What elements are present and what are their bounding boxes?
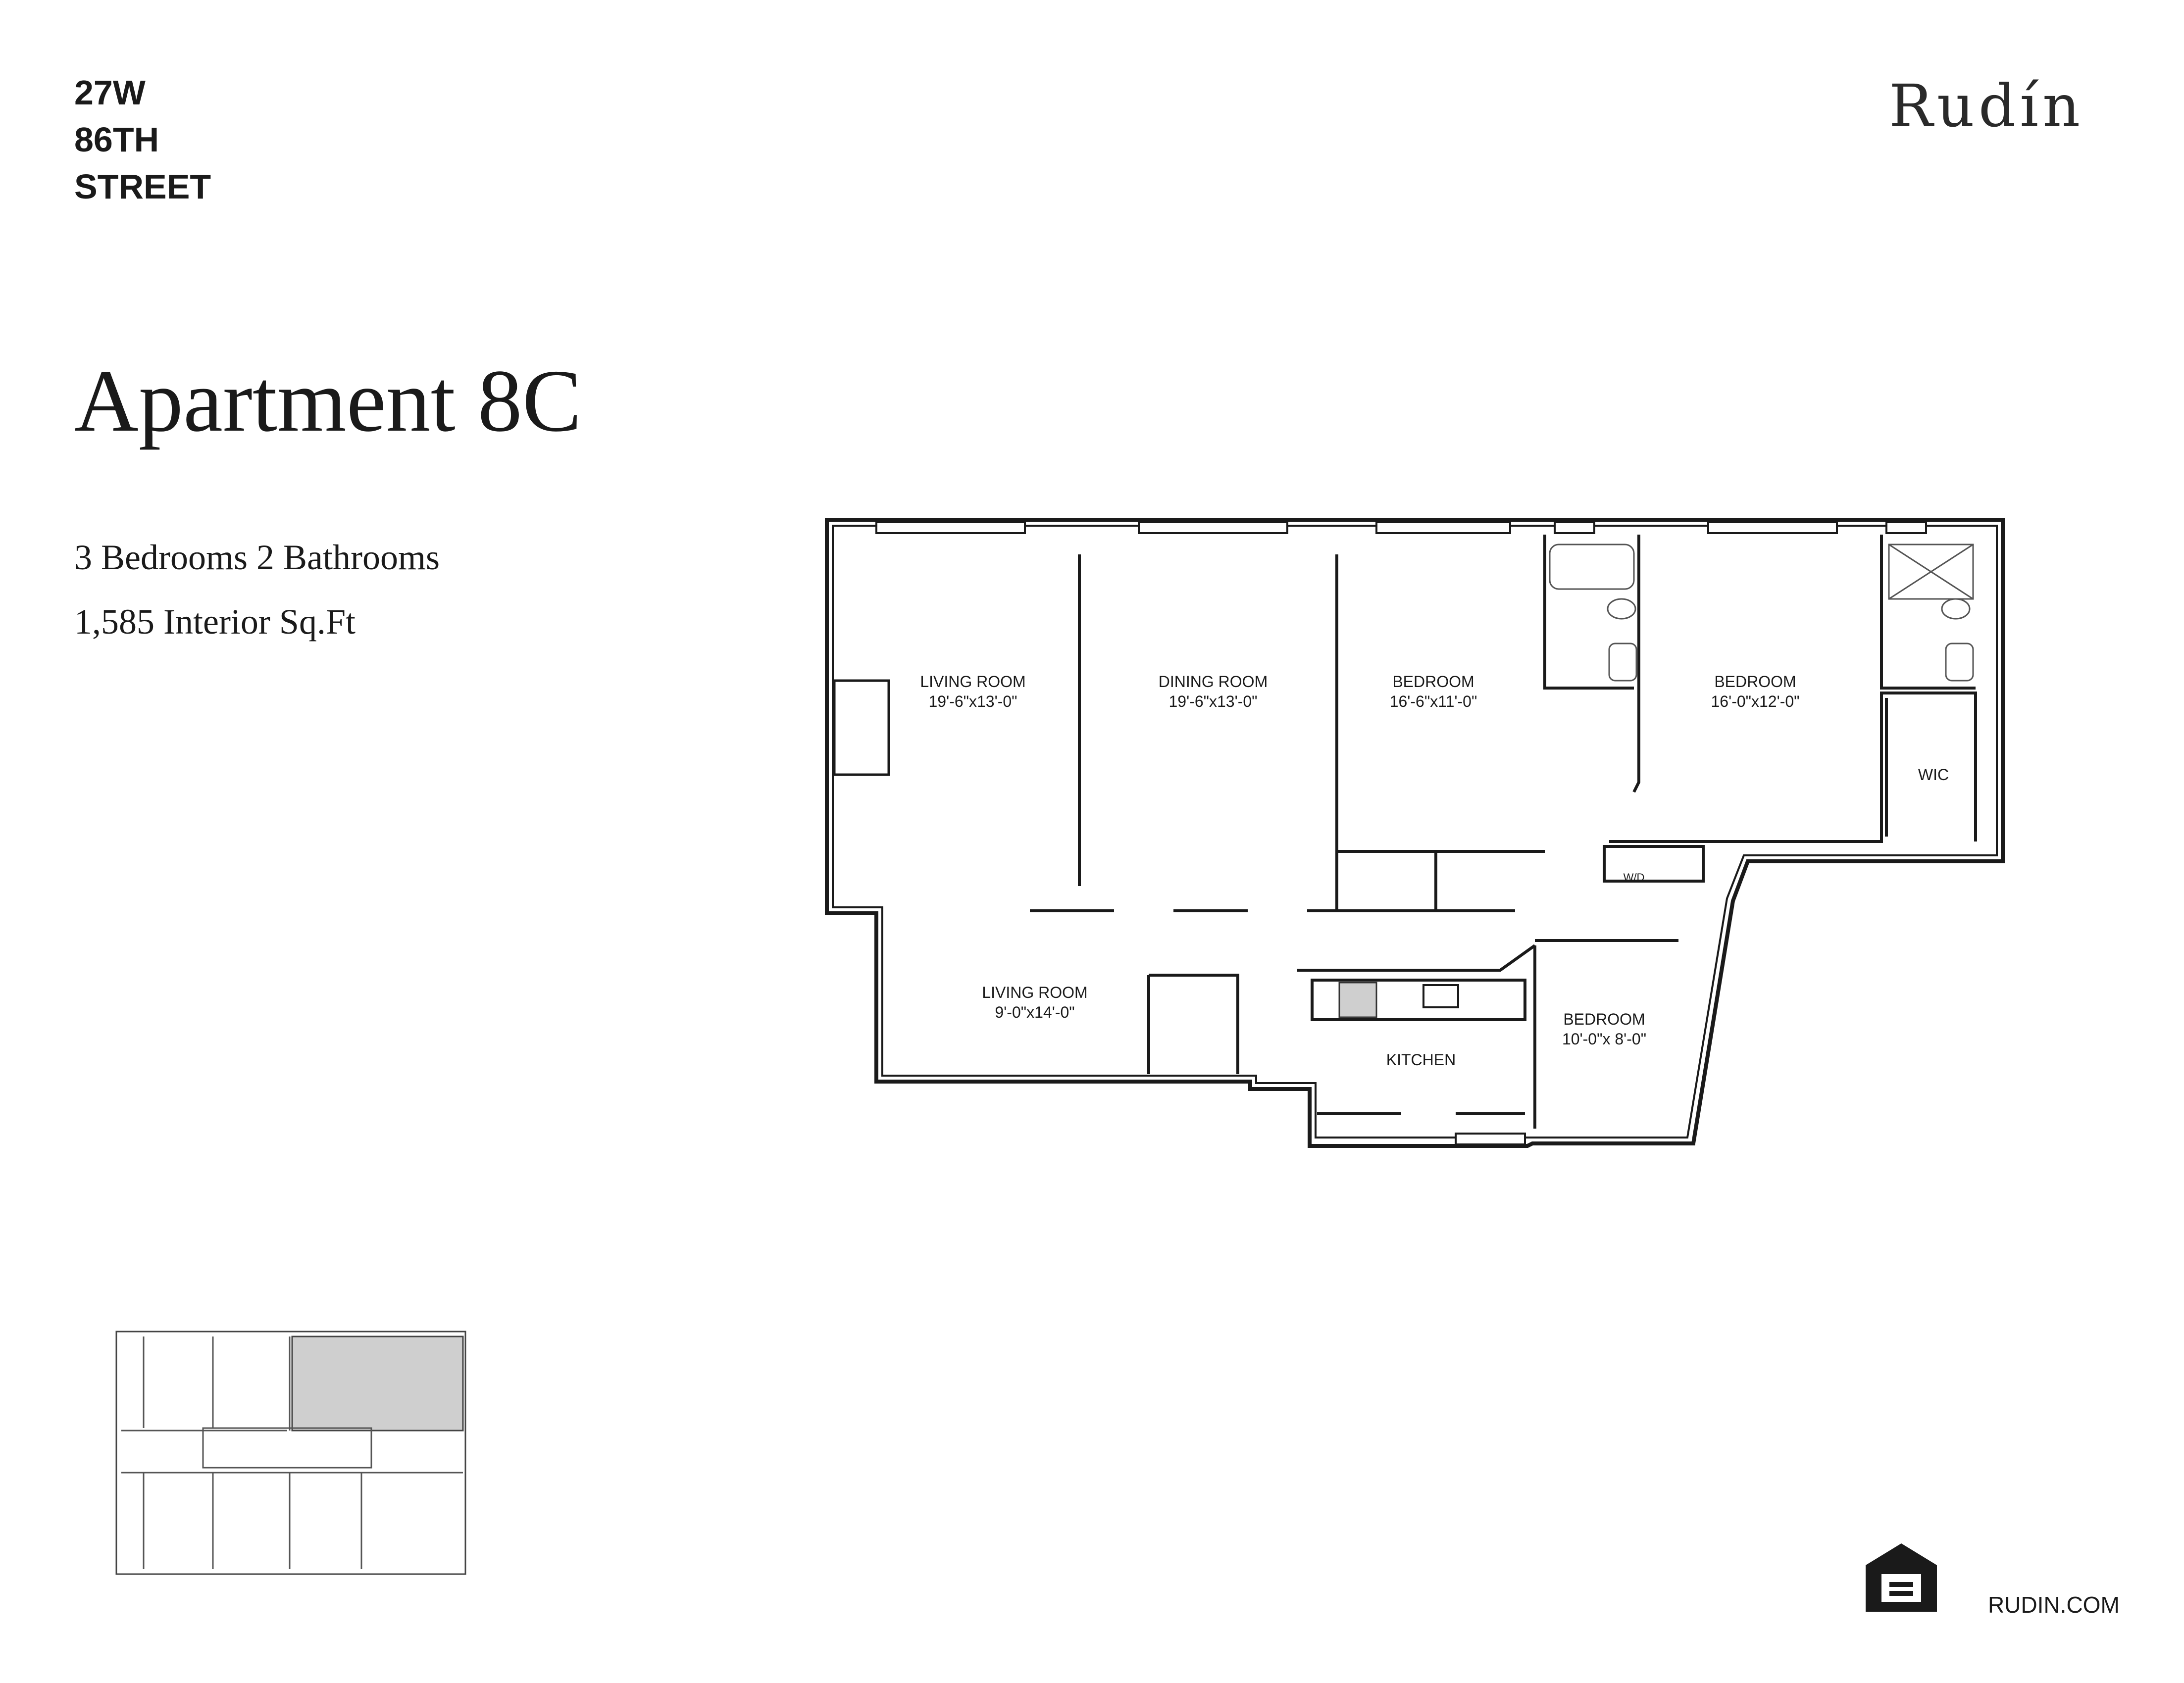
wall-bedroom1-closet bbox=[1335, 851, 1437, 911]
room-name: W/D bbox=[1624, 871, 1645, 884]
room-name: BEDROOM bbox=[1714, 673, 1796, 691]
website-link[interactable]: RUDIN.COM bbox=[1988, 1592, 2120, 1618]
window-kitchen bbox=[1455, 1133, 1526, 1145]
address-line-1: 27W bbox=[74, 73, 146, 112]
rooms-summary: 3 Bedrooms 2 Bathrooms bbox=[74, 538, 440, 577]
room-dims: 16'-6"x11'-0" bbox=[1390, 693, 1477, 710]
room-name: BEDROOM bbox=[1563, 1010, 1645, 1028]
address-line-3: STREET bbox=[74, 167, 211, 206]
page-title: Apartment 8C bbox=[74, 351, 582, 450]
fireplace bbox=[833, 679, 890, 776]
window-bath1 bbox=[1554, 521, 1595, 534]
stove bbox=[1338, 982, 1377, 1018]
wall-stair bbox=[1147, 974, 1239, 1074]
wall-bedroom3 bbox=[1533, 939, 1678, 1129]
room-name: KITCHEN bbox=[1386, 1051, 1456, 1069]
building-address: 27W 86TH STREET bbox=[74, 69, 211, 210]
toilet-2 bbox=[1941, 598, 1971, 620]
wall-kitchen-counter bbox=[1311, 979, 1526, 1021]
key-plan bbox=[115, 1331, 466, 1575]
window-bedroom2 bbox=[1707, 521, 1838, 534]
room-dims: 19'-6"x13'-0" bbox=[928, 693, 1017, 710]
brand-logo: Rudín bbox=[1889, 72, 2084, 140]
equal-housing-opportunity-icon bbox=[1866, 1543, 1937, 1612]
wall-bedroom2-bottom bbox=[1609, 692, 1977, 843]
room-dims: 10'-0"x 8'-0" bbox=[1562, 1030, 1646, 1048]
kitchen-sink bbox=[1422, 984, 1459, 1008]
window-bath2 bbox=[1885, 521, 1927, 534]
window-living bbox=[875, 521, 1026, 534]
wall-bath1 bbox=[1543, 535, 1634, 690]
outer-wall bbox=[825, 518, 2005, 1148]
window-dining bbox=[1138, 521, 1288, 534]
sink-1 bbox=[1608, 643, 1637, 682]
shower-2 bbox=[1888, 544, 1974, 600]
room-dims: 16'-0"x12'-0" bbox=[1711, 693, 1799, 710]
wall-bath2 bbox=[1880, 535, 1976, 690]
bathtub bbox=[1549, 544, 1635, 590]
room-name: BEDROOM bbox=[1392, 673, 1474, 691]
room-name: WIC bbox=[1918, 766, 1949, 784]
room-dims: 19'-6"x13'-0" bbox=[1168, 693, 1257, 710]
outer-wall-inner bbox=[832, 525, 1998, 1138]
window-bedroom1 bbox=[1375, 521, 1511, 534]
room-name: DINING ROOM bbox=[1159, 673, 1268, 691]
room-dims: 9'-0"x14'-0" bbox=[995, 1003, 1074, 1021]
wall-kitchen-top bbox=[1297, 944, 1536, 972]
wall-bedroom2-left bbox=[1632, 535, 1640, 793]
room-name: LIVING ROOM bbox=[920, 673, 1025, 691]
highlighted-unit bbox=[291, 1336, 464, 1432]
room-name: LIVING ROOM bbox=[982, 984, 1087, 1001]
wall-closet bbox=[1603, 845, 1705, 883]
address-line-2: 86TH bbox=[74, 120, 159, 159]
sink-2 bbox=[1945, 643, 1974, 682]
interior-area: 1,585 Interior Sq.Ft bbox=[74, 602, 356, 642]
toilet-1 bbox=[1607, 598, 1636, 620]
